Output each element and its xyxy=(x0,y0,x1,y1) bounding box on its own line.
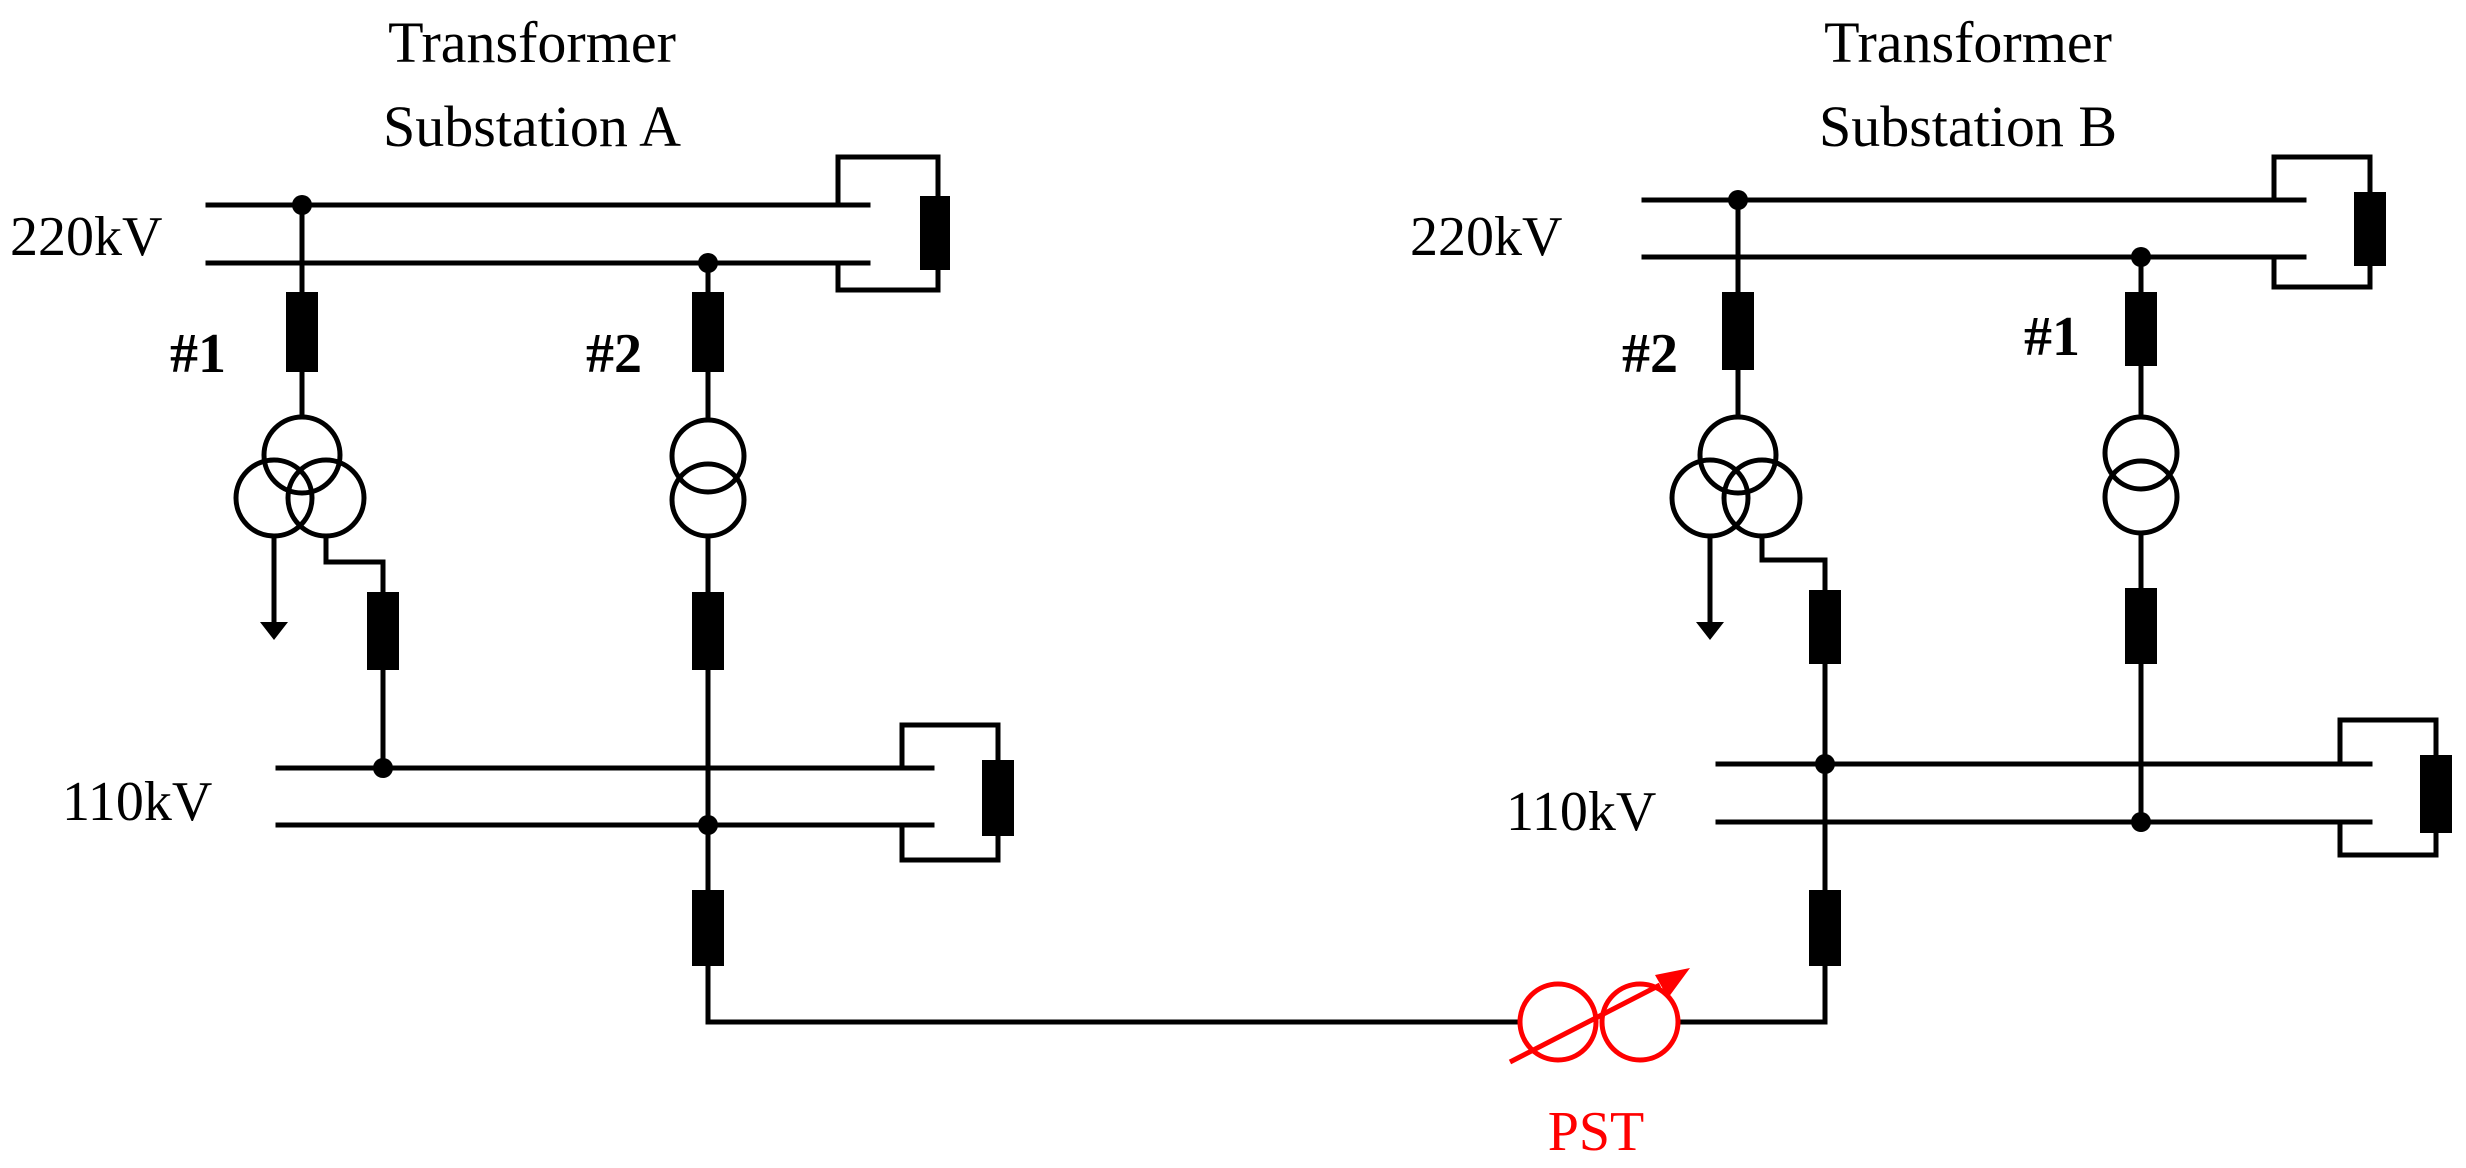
breaker-b2-hv xyxy=(1722,292,1754,370)
junction-node xyxy=(373,758,393,778)
transformer-a2-winding-lv xyxy=(669,461,747,539)
bus-coupler-breaker-b-220kv xyxy=(2354,192,2386,266)
substation-b-220kv-busbar xyxy=(1641,154,2386,290)
bus-coupler-breaker-a-220kv xyxy=(920,196,950,270)
breaker-a2-lv xyxy=(692,592,724,670)
junction-node xyxy=(292,195,312,215)
transformer-a2-label: #2 xyxy=(586,323,642,385)
transformer-b1-winding-lv xyxy=(2102,458,2180,536)
transformer-b1 xyxy=(2102,247,2180,825)
junction-node xyxy=(1815,754,1835,774)
substation-b-110kv-busbar xyxy=(1715,717,2452,858)
phase-shifting-transformer: PST xyxy=(1508,968,1690,1163)
substation-b-110kv-label: 110kV xyxy=(1506,781,1656,843)
junction-node xyxy=(2131,812,2151,832)
substation-b: Transformer Substation B 220kV #2 xyxy=(1410,10,2452,1025)
breaker-a1-lv xyxy=(367,592,399,670)
junction-node xyxy=(698,253,718,273)
breaker-b2-lv xyxy=(1809,590,1841,664)
ground-arrow-icon xyxy=(260,622,288,640)
transformer-a1-winding-tv xyxy=(285,457,367,539)
ground-arrow-icon xyxy=(1696,622,1724,640)
feeder-breaker-a xyxy=(692,890,724,966)
pst-adjust-arrow-icon xyxy=(1655,968,1690,998)
transformer-a1 xyxy=(233,195,399,773)
transformer-b2 xyxy=(1669,190,1841,893)
transformer-b1-label: #1 xyxy=(2024,306,2080,368)
breaker-b1-hv xyxy=(2125,292,2157,366)
substation-a-220kv-busbar xyxy=(205,154,950,293)
pst-winding-right xyxy=(1599,981,1681,1063)
pst-winding-left xyxy=(1517,981,1599,1063)
transformer-b2-winding-hv xyxy=(1697,414,1779,496)
substation-b-220kv-label: 220kV xyxy=(1410,206,1562,268)
feeder-breaker-b xyxy=(1809,890,1841,966)
transformer-b2-label: #2 xyxy=(1622,323,1678,385)
breaker-b1-lv xyxy=(2125,588,2157,664)
transformer-a2 xyxy=(669,253,747,893)
junction-node xyxy=(1728,190,1748,210)
substation-b-title-line1: Transformer xyxy=(1824,10,2112,75)
pst-label: PST xyxy=(1548,1101,1645,1163)
substation-a: Transformer Substation A 220kV xyxy=(10,10,1523,1025)
junction-node xyxy=(2131,247,2151,267)
transformer-b2-winding-tv xyxy=(1721,457,1803,539)
bus-coupler-breaker-a-110kv xyxy=(982,760,1014,836)
substation-a-110kv-busbar xyxy=(275,722,1014,863)
breaker-a1-hv xyxy=(286,292,318,372)
bus-coupler-breaker-b-110kv xyxy=(2420,755,2452,833)
substation-b-title-line2: Substation B xyxy=(1819,94,2117,159)
transformer-b1-winding-hv xyxy=(2102,414,2180,492)
breaker-a2-hv xyxy=(692,292,724,372)
substation-a-title-line1: Transformer xyxy=(388,10,676,75)
transformer-a1-label: #1 xyxy=(170,323,226,385)
transformer-a2-winding-hv xyxy=(669,417,747,495)
substation-a-220kv-label: 220kV xyxy=(10,206,162,268)
transformer-a1-winding-hv xyxy=(261,414,343,496)
substation-a-title-line2: Substation A xyxy=(383,94,681,159)
substation-a-110kv-label: 110kV xyxy=(62,771,212,833)
